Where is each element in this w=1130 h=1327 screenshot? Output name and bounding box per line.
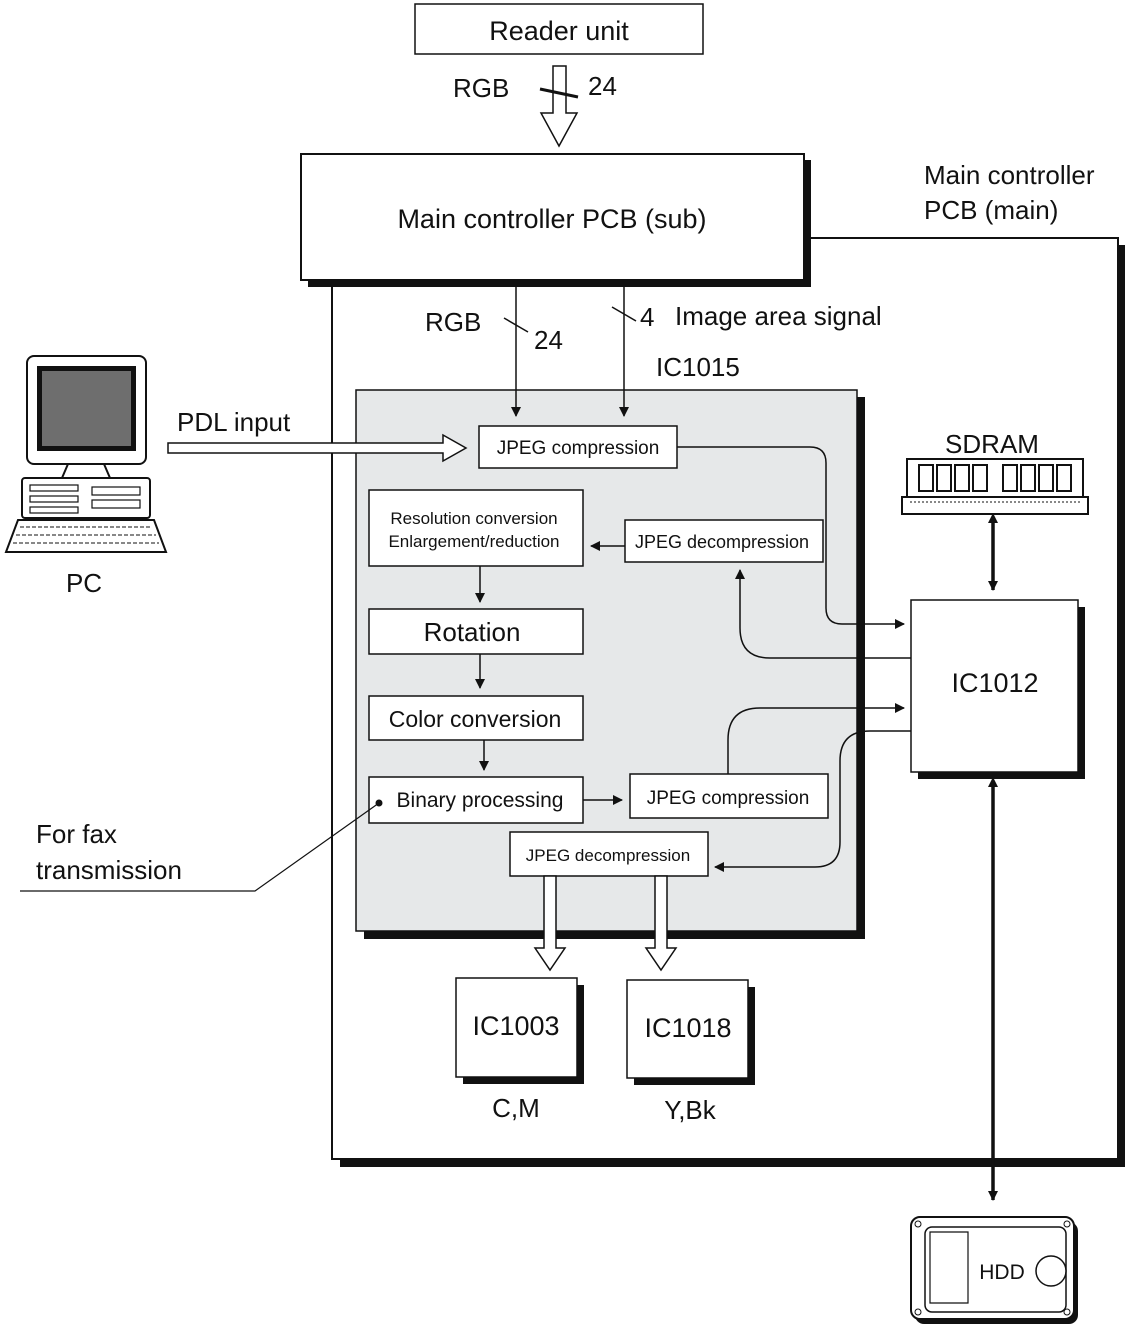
main-pcb-main-label-2: PCB (main): [924, 195, 1058, 225]
jpeg-decompression-box-top: [624, 519, 824, 563]
reader-bus-slash: [539, 87, 579, 99]
jpeg-decompression-label-top: JPEG decompression: [635, 532, 809, 552]
ic1003-chip: [455, 977, 578, 1078]
ic1018-label: IC1018: [644, 1013, 731, 1043]
reader-rgb-arrow: [539, 65, 579, 148]
rotation-box: [368, 608, 584, 655]
reader-rgb-label: RGB: [453, 73, 509, 103]
resolution-conversion-label-2: Enlargement/reduction: [388, 532, 559, 551]
reader-bits-label: 24: [588, 71, 617, 101]
hdd-label: HDD: [979, 1261, 1025, 1284]
jpeg-compression-box-lower: [629, 773, 829, 819]
ic1015-label: IC1015: [656, 352, 740, 382]
main-pcb-sub-label: Main controller PCB (sub): [397, 204, 706, 234]
decomp-to-ic1018-arrow: [644, 875, 678, 972]
jpeg-decompression-label-lower: JPEG decompression: [526, 846, 690, 865]
resolution-conversion-box: [368, 489, 584, 567]
rotation-label: Rotation: [424, 617, 521, 647]
color-conversion-label: Color conversion: [389, 706, 562, 732]
pc-label: PC: [66, 568, 102, 598]
ybk-label: Y,Bk: [664, 1095, 717, 1125]
sdram-label: SDRAM: [945, 429, 1039, 459]
resolution-conversion-label-1: Resolution conversion: [390, 509, 557, 528]
jpeg-decompression-box-lower: [509, 831, 709, 877]
rgb-slash: [503, 317, 529, 333]
color-conversion-box: [368, 695, 584, 741]
ic1012-to-decomp-top: [735, 569, 911, 659]
rgb-label: RGB: [425, 307, 481, 337]
jpeg-compression-label-lower: JPEG compression: [647, 788, 810, 809]
area-slash: [611, 306, 637, 322]
pc-icon: [4, 355, 168, 553]
ic1012-label: IC1012: [951, 668, 1038, 698]
cm-label: C,M: [492, 1093, 540, 1123]
area-signal-label: Image area signal: [675, 301, 882, 331]
comp-top-to-ic1012: [677, 446, 905, 629]
main-pcb-sub: [300, 153, 805, 281]
decomp-to-ic1003-arrow: [533, 875, 567, 972]
sdram-icon: [901, 458, 1089, 515]
fax-label-2: transmission: [36, 855, 182, 885]
ic1012-to-decomp-lower: [714, 730, 911, 872]
pdl-input-label: PDL input: [177, 407, 291, 437]
jpeg-compression-box-top: [478, 425, 678, 469]
main-pcb-main-label-1: Main controller: [924, 160, 1095, 190]
pdl-input-arrow: [167, 433, 468, 463]
reader-unit-box: [414, 3, 704, 55]
reader-unit-label: Reader unit: [489, 16, 629, 46]
binary-processing-label: Binary processing: [397, 789, 564, 812]
ic1003-label: IC1003: [472, 1011, 559, 1041]
fax-callout-line: [20, 802, 380, 892]
hdd-icon: [910, 1216, 1078, 1324]
ic1018-chip: [626, 979, 749, 1079]
rgb-bits-label: 24: [534, 325, 563, 355]
fax-label-1: For fax: [36, 819, 117, 849]
comp-lower-to-ic1012: [727, 703, 905, 774]
binary-processing-box: [368, 776, 584, 824]
ic1012-chip: [910, 599, 1079, 773]
area-bits-label: 4: [640, 302, 654, 332]
jpeg-compression-label-top: JPEG compression: [497, 438, 660, 459]
